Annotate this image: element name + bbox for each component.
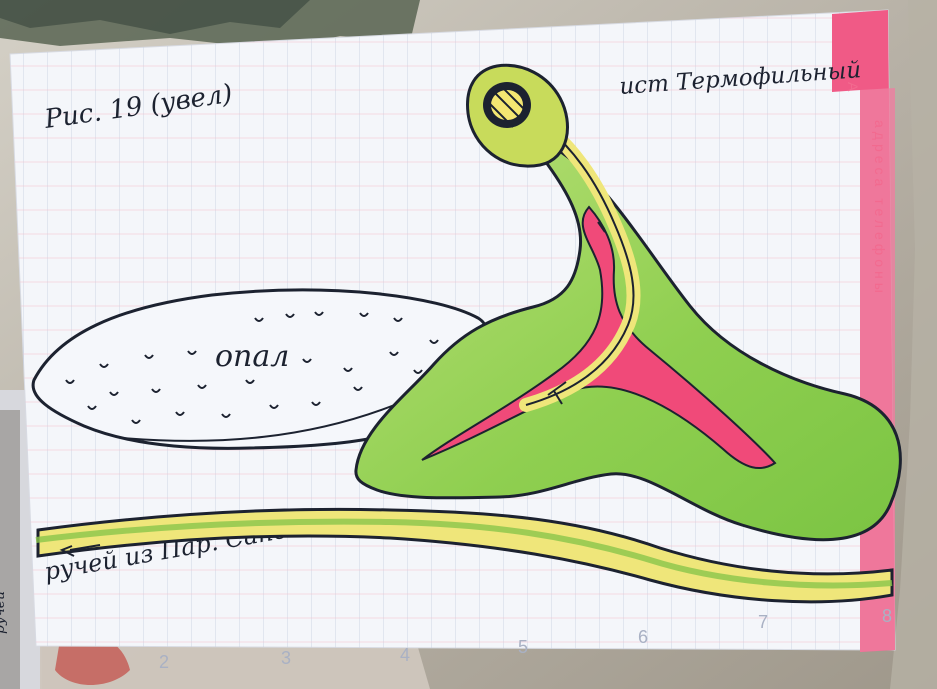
page-number-5: 5	[518, 637, 528, 657]
page-number-3: 3	[281, 648, 291, 668]
left-page-fragment-text: ручей	[0, 591, 8, 634]
page-number-2: 2	[159, 652, 169, 672]
margin-vertical-text: адреса телефоны	[872, 120, 888, 297]
page-number-4: 4	[400, 645, 410, 665]
page-number-8: 8	[882, 606, 892, 626]
page-number-7: 7	[758, 612, 768, 632]
page-number-6: 6	[638, 627, 648, 647]
opal-label: опал	[215, 339, 289, 374]
